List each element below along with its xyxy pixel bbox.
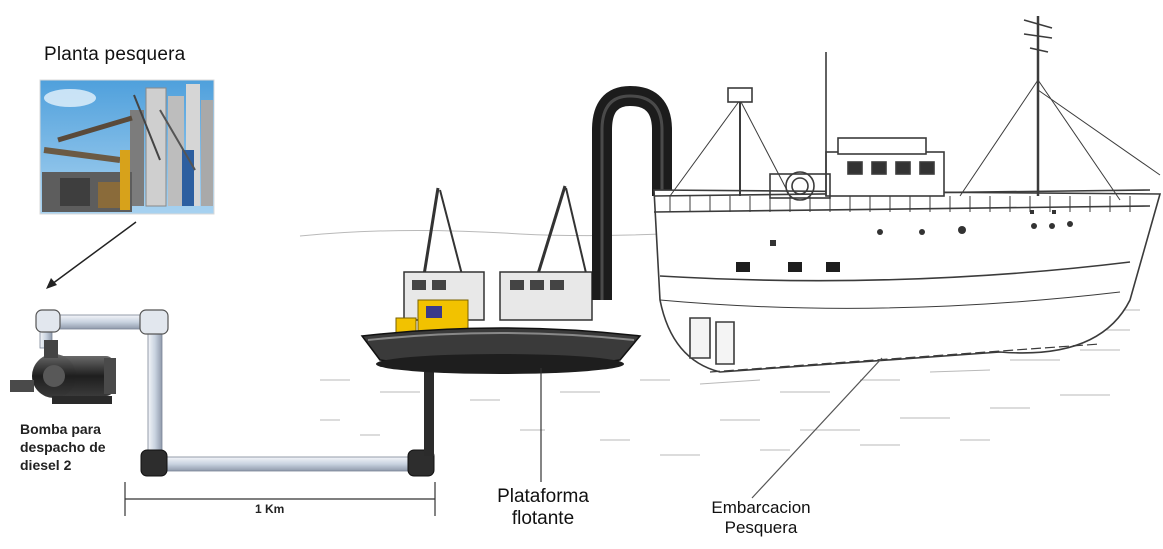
plant-photo <box>40 80 214 214</box>
pump-label-line-1: Bomba para <box>20 420 106 438</box>
vessel-label: Embarcacion Pesquera <box>686 498 836 538</box>
vessel-label-line-2: Pesquera <box>686 518 836 538</box>
pump-label-line-2: despacho de <box>20 438 106 456</box>
platform-label: Plataforma flotante <box>488 486 598 530</box>
fishing-vessel <box>654 16 1160 498</box>
transfer-hose <box>602 96 662 300</box>
distance-label: 1 Km <box>255 502 284 516</box>
plant-to-pump-arrow <box>46 222 136 289</box>
platform-label-line-2: flotante <box>488 508 598 530</box>
plant-label: Planta pesquera <box>44 44 185 66</box>
platform-label-line-1: Plataforma <box>488 486 598 508</box>
vessel-label-line-1: Embarcacion <box>686 498 836 518</box>
pump <box>10 340 116 404</box>
pump-label-line-3: diesel 2 <box>20 456 106 474</box>
pump-label: Bomba para despacho de diesel 2 <box>20 420 106 474</box>
